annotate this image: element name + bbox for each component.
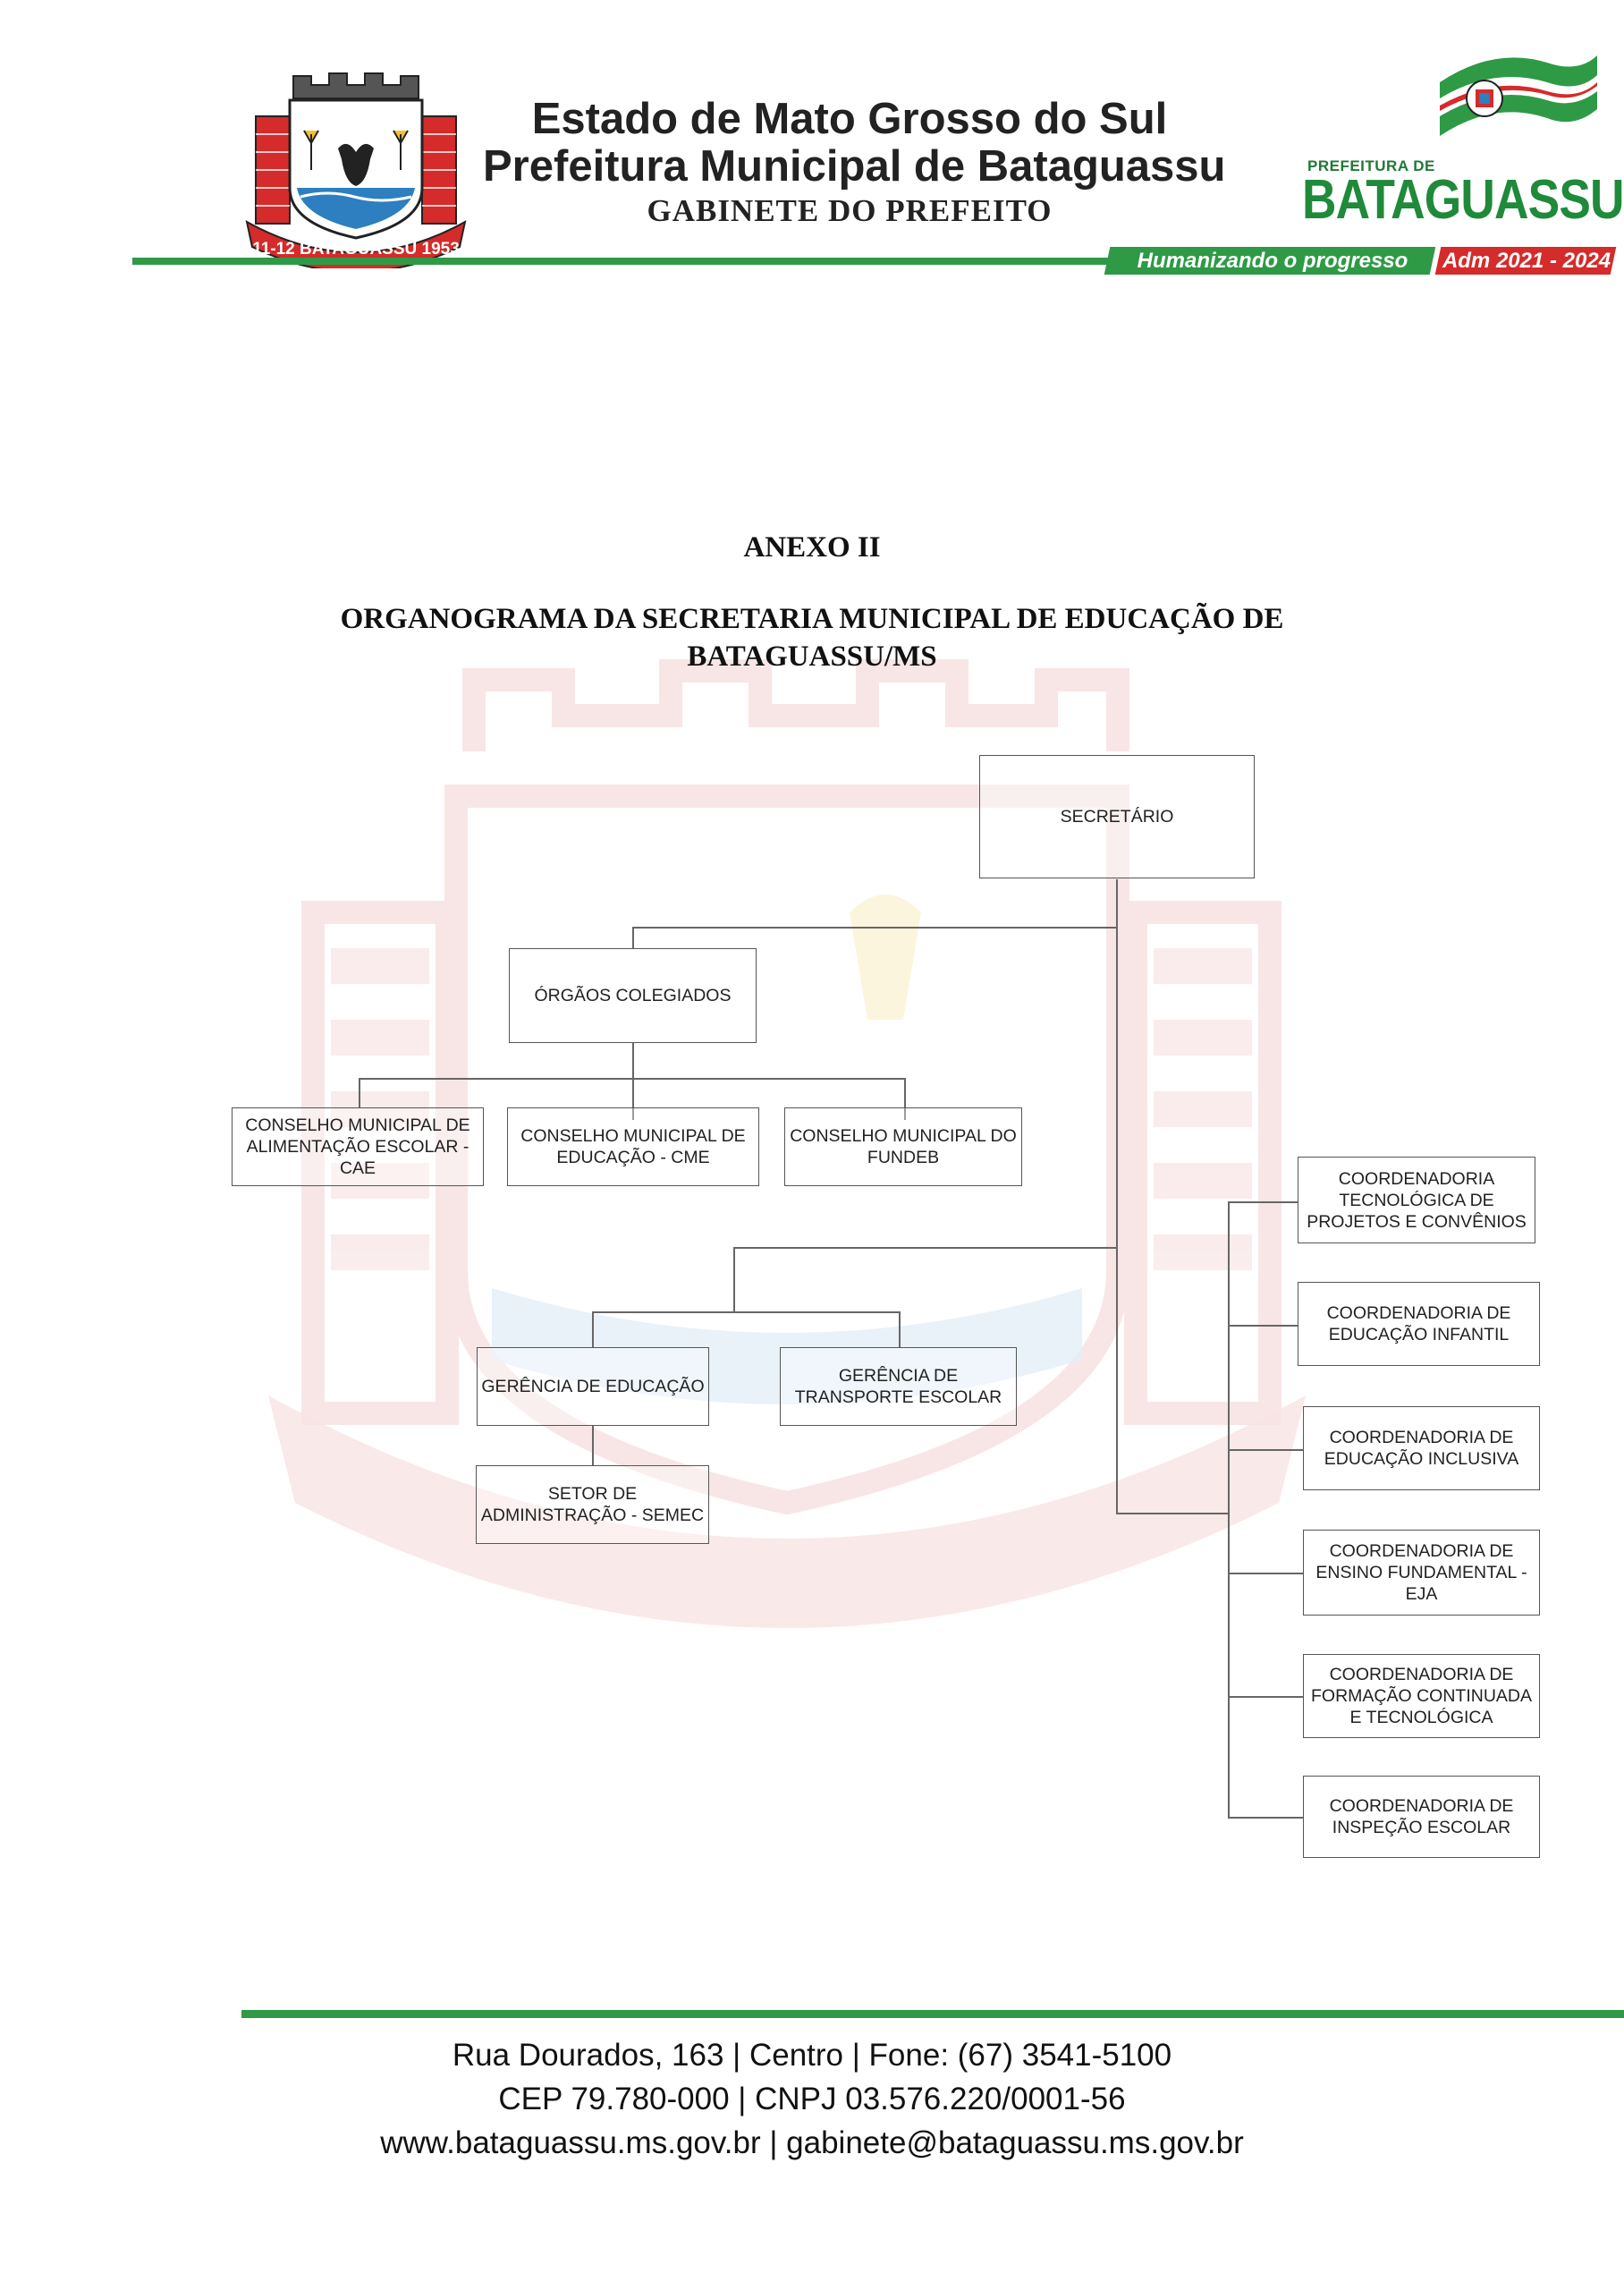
municipal-flag-logo: [1440, 55, 1597, 136]
connector: [592, 1311, 900, 1313]
node-label: SECRETÁRIO: [1060, 807, 1174, 827]
node-label: GERÊNCIA DE EDUCAÇÃO: [481, 1377, 705, 1396]
header-cabinet: GABINETE DO PREFEITO: [647, 193, 1053, 228]
node-label: SETOR DE ADMINISTRAÇÃO - SEMEC: [480, 1484, 705, 1525]
header-prefecture: Prefeitura Municipal de Bataguassu: [483, 142, 1226, 191]
brand-prefix: PREFEITURA DE: [1307, 157, 1435, 174]
header-divider: [132, 258, 1109, 265]
connector: [1228, 1201, 1298, 1203]
connector: [632, 1078, 634, 1120]
node-label: COORDENADORIA DE EDUCAÇÃO INCLUSIVA: [1324, 1428, 1519, 1469]
node-label: COORDENADORIA TECNOLÓGICA DE PROJETOS E …: [1307, 1168, 1527, 1232]
connector: [632, 1043, 634, 1079]
administration-text: Adm 2021 - 2024: [1442, 249, 1611, 273]
node-council-cme: CONSELHO MUNICIPAL DE EDUCAÇÃO - CME: [507, 1107, 759, 1186]
connector: [733, 1247, 1117, 1249]
svg-text:11-12 BATAGUASSU 1953: 11-12 BATAGUASSU 1953: [252, 240, 460, 259]
chart-title-line2: BATAGUASSU/MS: [687, 640, 937, 673]
node-council-cae: CONSELHO MUNICIPAL DE ALIMENTAÇÃO ESCOLA…: [232, 1107, 484, 1186]
node-collegiate-bodies: ÓRGÃOS COLEGIADOS: [509, 948, 757, 1043]
connector: [1228, 1325, 1298, 1327]
connector: [899, 1311, 901, 1347]
node-secretary: SECRETÁRIO: [979, 755, 1255, 878]
connector: [733, 1247, 735, 1311]
connector: [592, 1426, 594, 1465]
connector: [632, 927, 1117, 929]
footer-registry: CEP 79.780-000 | CNPJ 03.576.220/0001-56: [498, 2082, 1126, 2116]
slogan-text: Humanizando o progresso: [1137, 249, 1408, 273]
node-coord-continuing-training: COORDENADORIA DE FORMAÇÃO CONTINUADA E T…: [1303, 1654, 1540, 1738]
connector: [1228, 1573, 1303, 1574]
connector: [632, 927, 634, 948]
node-label: COORDENADORIA DE EDUCAÇÃO INFANTIL: [1326, 1303, 1511, 1344]
node-label: CONSELHO MUNICIPAL DE ALIMENTAÇÃO ESCOLA…: [245, 1115, 470, 1178]
node-coord-early-childhood: COORDENADORIA DE EDUCAÇÃO INFANTIL: [1298, 1282, 1540, 1366]
annex-heading: ANEXO II: [743, 531, 881, 564]
connector: [1228, 1817, 1303, 1819]
crest-watermark: [268, 659, 1306, 1628]
node-administration-sector: SETOR DE ADMINISTRAÇÃO - SEMEC: [476, 1465, 709, 1544]
chart-title-line1: ORGANOGRAMA DA SECRETARIA MUNICIPAL DE E…: [340, 603, 1284, 635]
node-label: COORDENADORIA DE ENSINO FUNDAMENTAL - EJ…: [1315, 1541, 1527, 1604]
connector: [1228, 1201, 1230, 1817]
municipal-crest-logo: 11-12 BATAGUASSU 1953: [245, 72, 467, 268]
connector: [1228, 1449, 1303, 1451]
node-coord-school-inspection: COORDENADORIA DE INSPEÇÃO ESCOLAR: [1303, 1776, 1540, 1858]
connector: [904, 1078, 906, 1120]
node-council-fundeb: CONSELHO MUNICIPAL DO FUNDEB: [784, 1107, 1022, 1186]
connector: [1116, 879, 1118, 1513]
node-label: CONSELHO MUNICIPAL DO FUNDEB: [790, 1126, 1017, 1167]
footer-divider: [241, 2010, 1624, 2018]
node-label: CONSELHO MUNICIPAL DE EDUCAÇÃO - CME: [520, 1126, 746, 1167]
connector: [592, 1311, 594, 1347]
node-label: ÓRGÃOS COLEGIADOS: [534, 986, 732, 1005]
header-state: Estado de Mato Grosso do Sul: [531, 95, 1168, 143]
node-coord-inclusive-education: COORDENADORIA DE EDUCAÇÃO INCLUSIVA: [1303, 1406, 1540, 1490]
node-coord-elementary-eja: COORDENADORIA DE ENSINO FUNDAMENTAL - EJ…: [1303, 1530, 1540, 1616]
node-transport-management: GERÊNCIA DE TRANSPORTE ESCOLAR: [780, 1347, 1017, 1426]
footer-address: Rua Dourados, 163 | Centro | Fone: (67) …: [452, 2038, 1172, 2073]
node-coord-technology-projects: COORDENADORIA TECNOLÓGICA DE PROJETOS E …: [1298, 1157, 1535, 1243]
connector: [359, 1078, 905, 1080]
node-label: COORDENADORIA DE FORMAÇÃO CONTINUADA E T…: [1310, 1665, 1532, 1727]
node-label: GERÊNCIA DE TRANSPORTE ESCOLAR: [794, 1366, 1002, 1407]
node-education-management: GERÊNCIA DE EDUCAÇÃO: [477, 1347, 709, 1426]
connector: [1228, 1696, 1303, 1698]
node-label: COORDENADORIA DE INSPEÇÃO ESCOLAR: [1329, 1796, 1514, 1837]
brand-name: BATAGUASSU: [1302, 169, 1624, 231]
connector: [1116, 1513, 1229, 1514]
connector: [359, 1078, 360, 1107]
footer-contact: www.bataguassu.ms.gov.br | gabinete@bata…: [380, 2125, 1244, 2160]
